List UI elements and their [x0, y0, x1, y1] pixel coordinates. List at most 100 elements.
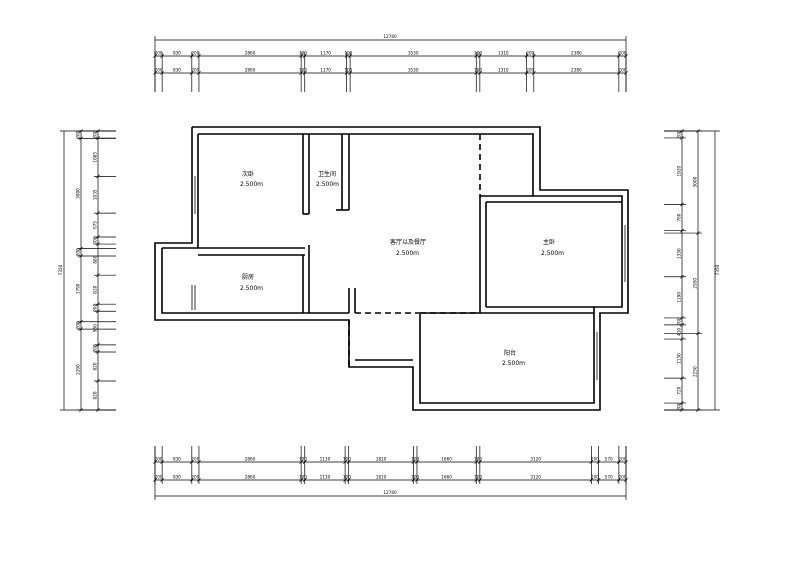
bottom-dim-tick-mark	[411, 478, 416, 482]
bottom-dim-value: 100	[343, 457, 351, 462]
left-sub-dim-tick-mark	[96, 343, 100, 347]
top-dim-value: 2860	[245, 51, 256, 56]
left-sub-dim-value: 200	[93, 303, 98, 311]
left-sub-dim-value: 1085	[93, 152, 98, 163]
bottom-dim-tick-mark	[189, 460, 194, 464]
right-dim-value: 200	[677, 317, 682, 325]
room-level: 2.500m	[541, 250, 564, 257]
bottom-dim-tick-mark	[411, 460, 416, 464]
total-width-bottom: 12760	[383, 490, 397, 495]
bottom-dim-tick-mark	[302, 478, 307, 482]
bottom-dim-value: 2860	[245, 457, 256, 462]
top-dim-value: 3530	[408, 68, 419, 73]
left-sub-dim-tick-mark	[96, 273, 100, 278]
room-label: 次卧	[242, 170, 254, 178]
left-dim-value: 3000	[76, 188, 81, 199]
left-sub-dim-value: 820	[93, 391, 98, 399]
bottom-dim-value: 200	[155, 475, 163, 480]
right-sub-dim-tick-mark	[696, 129, 700, 133]
room-label: 主卧	[543, 238, 555, 246]
room-level: 2.500m	[502, 360, 525, 367]
total-height-right: 7350	[715, 264, 720, 275]
top-dim-value: 100	[299, 51, 307, 56]
top-dim-tick-mark	[299, 71, 304, 75]
top-dim-value: 200	[155, 68, 163, 73]
top-dim-tick-mark	[524, 71, 529, 75]
bottom-dim-value: 200	[618, 457, 626, 462]
top-dim-tick-mark	[302, 71, 307, 75]
left-sub-dim-value: 200	[93, 130, 98, 138]
top-dim-tick-mark	[153, 54, 157, 58]
bottom-dim-value: 830	[173, 475, 181, 480]
top-dim-value: 200	[191, 68, 199, 73]
room-level: 2.500m	[240, 285, 263, 292]
left-dimension-chain: 2003000200179020022002001085103567520088…	[58, 129, 116, 412]
bottom-dim-tick-mark	[299, 460, 304, 464]
room-label: 阳台	[504, 349, 516, 357]
bottom-dim-value: 1660	[441, 457, 452, 462]
top-dim-tick-mark	[531, 54, 536, 58]
room-balcony: 阳台 2.500m	[502, 349, 525, 367]
bottom-dim-tick-mark	[415, 478, 419, 482]
top-dim-tick-mark	[524, 54, 529, 58]
top-dim-value: 100	[474, 51, 482, 56]
left-sub-dim-tick-mark	[96, 309, 100, 314]
left-sub-dim-tick-mark	[96, 211, 100, 215]
top-dim-value: 100	[299, 68, 307, 73]
left-sub-dim-value: 950	[93, 324, 98, 332]
top-dim-value: 1310	[498, 51, 509, 56]
left-sub-dim-tick-mark	[96, 242, 100, 246]
right-dim-tick-mark	[680, 316, 684, 320]
bottom-dim-value: 100	[411, 475, 419, 480]
right-sub-dim-value: 2950	[693, 278, 698, 289]
bottom-dim-tick-mark	[596, 478, 601, 482]
right-dim-value: 720	[677, 386, 682, 394]
right-sub-dim-value: 3000	[693, 176, 698, 187]
top-dim-value: 830	[173, 68, 181, 73]
left-sub-dim-value: 820	[93, 285, 98, 293]
bottom-dim-tick-mark	[624, 478, 628, 482]
left-sub-dim-value: 200	[93, 236, 98, 244]
bottom-dim-tick-mark	[596, 460, 601, 464]
left-sub-dim-value: 675	[93, 221, 98, 229]
bottom-dim-tick-mark	[153, 478, 157, 482]
top-dim-tick-mark	[617, 54, 621, 58]
right-dim-value: 1190	[677, 292, 682, 303]
top-dim-tick-mark	[302, 54, 307, 58]
left-dim-tick-mark	[79, 319, 83, 324]
left-dim-tick-mark	[79, 136, 83, 141]
bottom-dim-value: 570	[605, 457, 613, 462]
room-label: 厨房	[242, 273, 254, 281]
bottom-dim-tick-mark	[346, 478, 351, 482]
bottom-dim-value: 100	[343, 475, 351, 480]
bottom-dim-value: 100	[299, 457, 307, 462]
total-width-top: 12760	[383, 34, 397, 39]
bottom-dim-value: 1660	[441, 475, 452, 480]
top-dim-value: 100	[344, 68, 352, 73]
top-dim-tick-mark	[348, 54, 352, 58]
bottom-dim-tick-mark	[589, 478, 594, 482]
room-label: 客厅以及餐厅	[390, 238, 426, 246]
top-dim-value: 1310	[498, 68, 509, 73]
left-dim-tick-mark	[79, 327, 83, 331]
right-sub-dim-tick-mark	[696, 231, 700, 235]
right-dim-value: 410	[677, 328, 682, 336]
right-sub-dim-tick-mark	[696, 408, 700, 412]
top-dim-value: 200	[155, 51, 163, 56]
top-dim-tick-mark	[153, 71, 157, 75]
right-dim-value: 1330	[677, 248, 682, 259]
top-dim-tick-mark	[624, 71, 628, 75]
left-dim-tick-mark	[79, 408, 83, 412]
bottom-dim-value: 570	[605, 475, 613, 480]
room-level: 2.500m	[316, 181, 339, 188]
bottom-dim-tick-mark	[624, 460, 628, 464]
right-sub-dim-value: 2250	[693, 366, 698, 377]
bottom-dim-tick-mark	[474, 460, 479, 464]
top-dim-value: 2860	[245, 68, 256, 73]
top-dim-value: 100	[344, 51, 352, 56]
top-dim-tick-mark	[477, 54, 482, 58]
bottom-dim-tick-mark	[343, 460, 347, 464]
bottom-dim-value: 200	[155, 457, 163, 462]
top-dim-value: 3530	[408, 51, 419, 56]
top-dim-tick-mark	[531, 71, 536, 75]
